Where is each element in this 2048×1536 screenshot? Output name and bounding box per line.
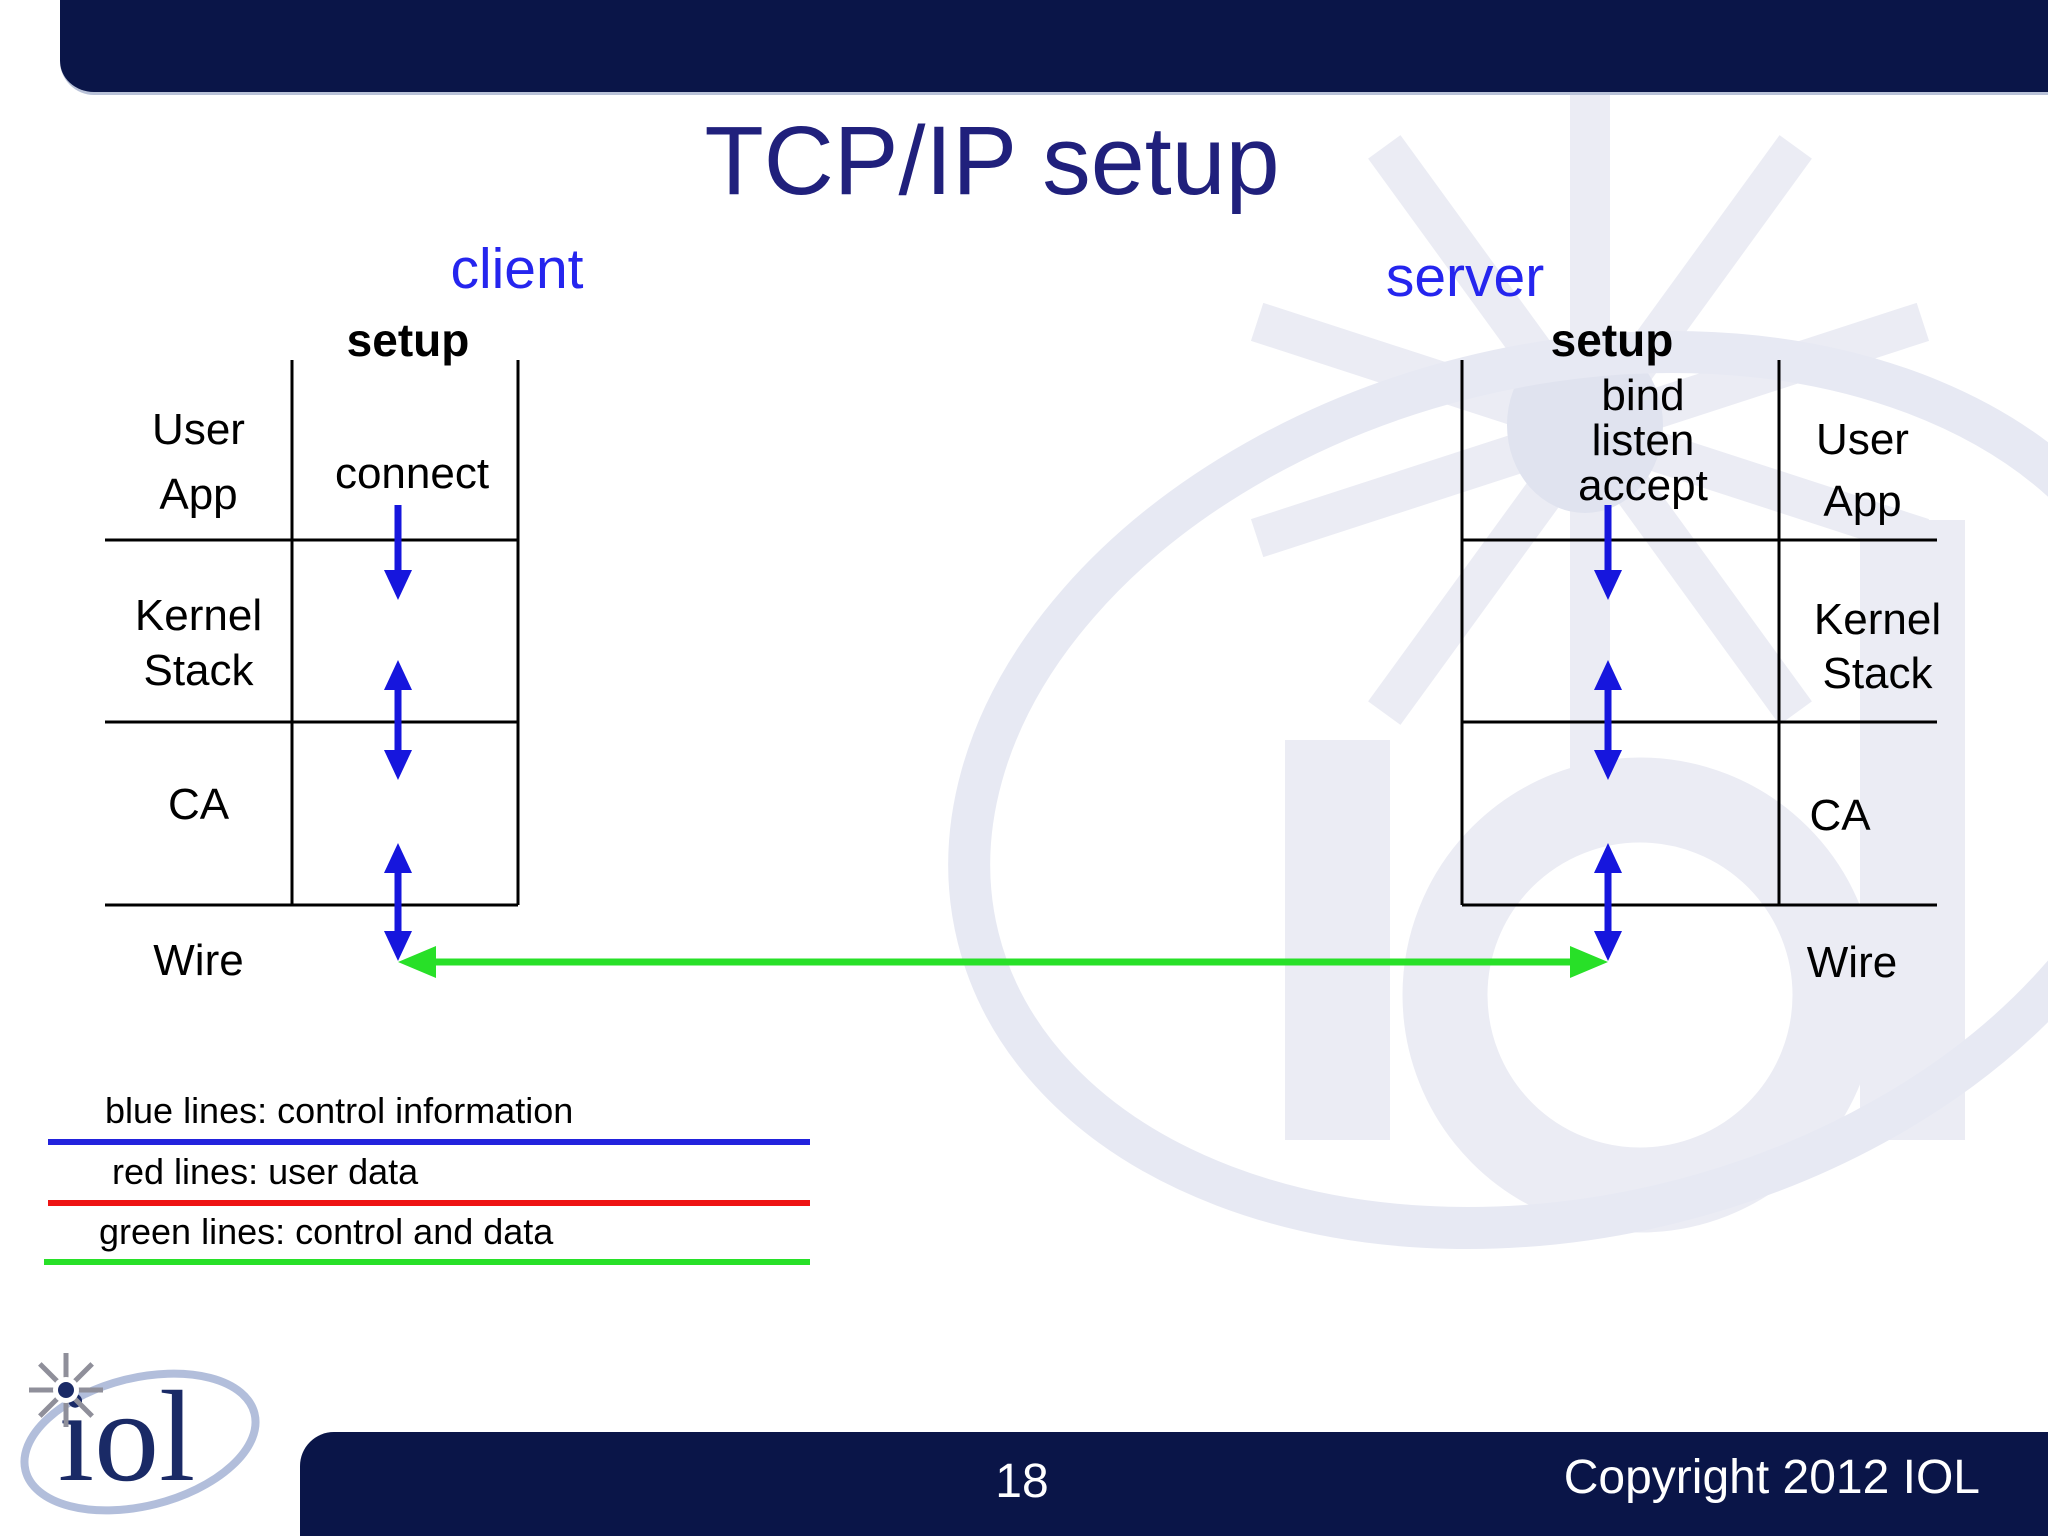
logo-ellipse xyxy=(20,1369,260,1515)
watermark-ellipse xyxy=(948,331,2048,1249)
client-layer-kernel: Kernel xyxy=(134,591,263,640)
server-syscall-listen: listen xyxy=(1591,416,1695,465)
wire-link-arrow xyxy=(398,946,1608,978)
server-layer-user: User xyxy=(1816,415,1909,464)
client-setup-label: setup xyxy=(346,314,470,366)
legend-line-blue xyxy=(48,1139,810,1145)
page-number: 18 xyxy=(995,1455,1049,1508)
iol-logo: iol xyxy=(20,1353,260,1515)
client-heading: client xyxy=(450,237,584,301)
client-layer-user: User xyxy=(152,405,245,454)
legend-item-red: red lines: user data xyxy=(112,1151,419,1192)
server-heading: server xyxy=(1385,245,1545,309)
client-layer-app: App xyxy=(159,470,238,519)
legend-item-blue: blue lines: control information xyxy=(105,1090,574,1131)
top-bar xyxy=(60,0,2048,95)
client-syscall-connect: connect xyxy=(334,449,490,498)
legend-line-green xyxy=(44,1259,810,1265)
client-layer-wire: Wire xyxy=(153,936,244,985)
copyright-text: Copyright 2012 IOL xyxy=(1563,1451,1980,1504)
footer-bar xyxy=(300,1432,2048,1536)
server-setup-label: setup xyxy=(1550,314,1674,366)
server-layer-stack: Stack xyxy=(1822,649,1933,698)
server-syscall-accept: accept xyxy=(1578,461,1708,510)
legend-line-red xyxy=(48,1200,810,1206)
server-table-lines xyxy=(1460,360,1937,907)
server-layer-kernel: Kernel xyxy=(1813,595,1942,644)
server-syscall-bind: bind xyxy=(1601,371,1685,420)
server-layer-ca: CA xyxy=(1809,791,1871,840)
client-control-arrows xyxy=(384,505,412,961)
server-layer-wire: Wire xyxy=(1806,938,1898,987)
slide-title: TCP/IP setup xyxy=(704,106,1280,215)
logo-starburst-icon xyxy=(29,1353,103,1427)
server-layer-app: App xyxy=(1823,477,1902,526)
logo-text: iol xyxy=(58,1365,195,1509)
client-layer-stack: Stack xyxy=(143,646,254,695)
client-layer-ca: CA xyxy=(167,780,230,829)
legend-item-green: green lines: control and data xyxy=(99,1211,554,1252)
client-table-lines xyxy=(105,360,520,907)
server-control-arrows xyxy=(1594,505,1622,961)
